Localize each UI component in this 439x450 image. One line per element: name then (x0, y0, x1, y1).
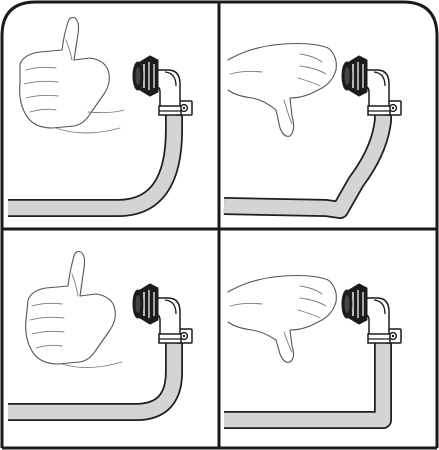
panel-bottom-left (8, 252, 192, 413)
elbow-fitting-icon (342, 56, 401, 115)
thumbs-down-hand-icon (228, 44, 336, 137)
thumbs-up-hand-icon (20, 18, 124, 134)
hose-kinked (224, 106, 383, 210)
thumbs-up-hand-icon (26, 252, 122, 368)
elbow-fitting-icon (133, 56, 192, 115)
thumbs-down-hand-icon (228, 276, 336, 363)
hose-sharp-90-degree-bend (224, 334, 383, 420)
panel-top-left (8, 18, 192, 209)
panel-bottom-right (224, 276, 401, 421)
elbow-fitting-icon (133, 284, 192, 343)
elbow-fitting-icon (342, 284, 401, 343)
panel-top-right (224, 44, 401, 211)
